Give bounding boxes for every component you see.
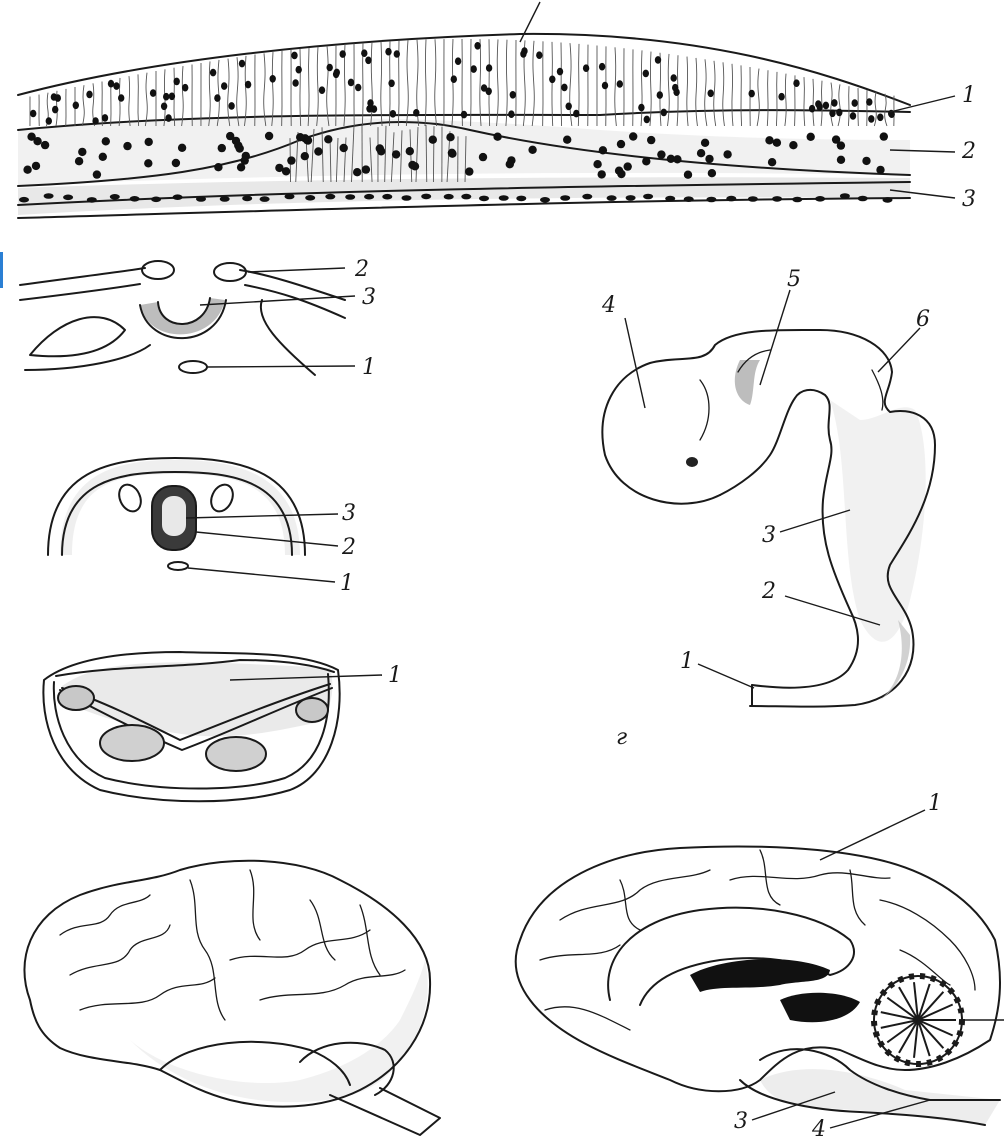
leader-embryo-6 [878, 328, 920, 372]
embryo-label-5: 5 [787, 267, 801, 292]
tissue-label-3: 3 [962, 187, 976, 212]
medial-label-3: 3 [734, 1109, 748, 1134]
leader-tube-3 [186, 514, 338, 518]
leader-groove-2 [248, 268, 345, 272]
leader-embryo-4 [625, 318, 645, 408]
leader-embryo-5 [760, 290, 790, 385]
medial-brain-panel: 1 3 4 [516, 791, 1004, 1140]
tube-label-1: 1 [340, 571, 354, 596]
tissue-label-2: 2 [961, 139, 976, 164]
leader-embryo-1 [698, 664, 754, 688]
embryonic-brain-panel: 4 5 6 3 2 1 г [601, 267, 935, 750]
embryo-label-4: 4 [601, 293, 616, 318]
neural-tube-panel: 3 2 1 [48, 458, 356, 596]
leader-tube-1 [188, 568, 335, 582]
tube-label-2: 2 [341, 535, 356, 560]
panel-letter-g: г [616, 725, 627, 750]
cord-section-panel: 1 [43, 652, 402, 801]
embryo-label-1: 1 [680, 649, 694, 674]
embryo-label-2: 2 [761, 579, 776, 604]
neural-groove-panel: 2 3 1 [20, 257, 376, 380]
medial-label-1: 1 [928, 791, 942, 816]
lateral-brain-panel [24, 861, 440, 1135]
cord-label-1: 1 [388, 663, 402, 688]
embryo-label-6: 6 [916, 307, 930, 332]
leader-tube-2 [196, 532, 338, 546]
groove-label-1: 1 [362, 355, 376, 380]
leader-top-cut [520, 2, 540, 42]
tissue-label-1: 1 [962, 83, 976, 108]
leader-embryo-3 [780, 510, 850, 532]
medial-label-4: 4 [811, 1117, 826, 1140]
cerebellum-arbor [874, 976, 962, 1064]
groove-label-2: 2 [354, 257, 369, 282]
leader-medial-1 [820, 810, 925, 860]
tube-label-3: 3 [342, 501, 356, 526]
embryo-label-3: 3 [762, 523, 776, 548]
tissue-layers-panel: 1 2 3 [18, 2, 976, 218]
leader-tissue-1 [890, 96, 955, 112]
leader-groove-1 [207, 366, 355, 367]
groove-label-3: 3 [362, 285, 376, 310]
